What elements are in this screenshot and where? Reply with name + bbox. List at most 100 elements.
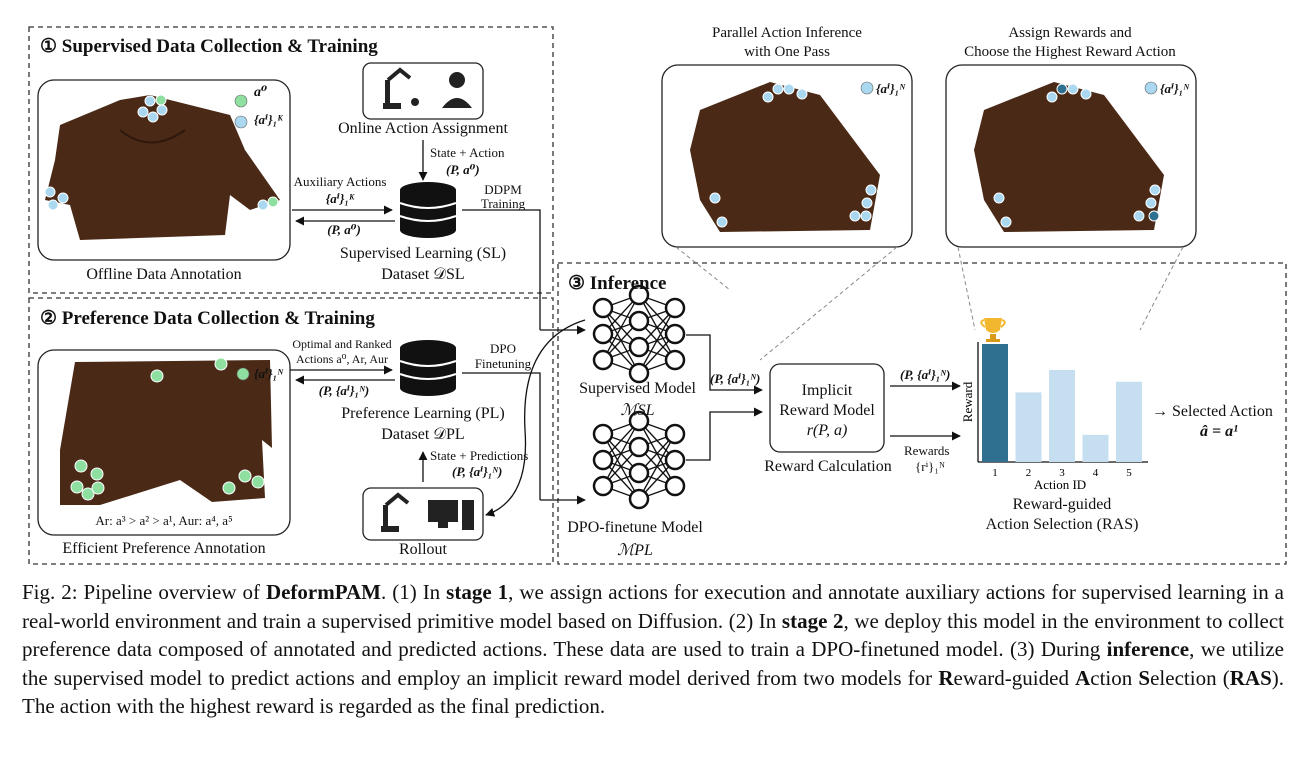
- implicit-label-3: r(P, a): [806, 422, 848, 439]
- state-pred-label: State + Predictions: [430, 448, 529, 463]
- legend-ai-n-3a: {aⁱ}₁ᴺ: [876, 81, 905, 96]
- network-node: [664, 297, 686, 319]
- aux-actions-math: {aⁱ}₁ᴷ: [325, 191, 355, 206]
- sl-back-math: (P, a⁰): [327, 222, 361, 237]
- implicit-reward-box: [769, 363, 885, 453]
- network-node: [592, 349, 614, 371]
- dpo-model-math: ℳPL: [617, 542, 653, 559]
- network-node: [628, 336, 650, 358]
- ras-label-2: Action Selection (RAS): [985, 516, 1139, 533]
- network-node: [628, 488, 650, 510]
- online-assignment-label: Online Action Assignment: [338, 120, 508, 137]
- chart-bar: [1049, 369, 1075, 462]
- chart-bar: [982, 344, 1008, 462]
- network-node: [628, 436, 650, 458]
- caption-text: ). The action with the highest reward is…: [22, 665, 1284, 719]
- parallel-title-1: Parallel Action Inference: [712, 25, 862, 41]
- figure-caption: Fig. 2: Pipeline overview of DeformPAM. …: [22, 578, 1284, 721]
- dpo-label: DPO: [489, 341, 516, 356]
- parallel-title-2: with One Pass: [744, 44, 830, 60]
- finetuning-label: Finetuning: [474, 356, 532, 371]
- assign-title-1: Assign Rewards and: [1008, 25, 1132, 41]
- ddpm-label: DDPM: [484, 182, 522, 197]
- chart-tick-label: 4: [1093, 467, 1099, 479]
- caption-bold: RAS: [1229, 665, 1272, 690]
- network-node: [664, 349, 686, 371]
- network-node: [592, 297, 614, 319]
- assign-rewards-image: [945, 64, 1197, 248]
- selected-action-math: â = a¹: [1200, 423, 1238, 440]
- network-node: [592, 449, 614, 471]
- parallel-inference-image: [661, 64, 913, 248]
- network-node: [664, 449, 686, 471]
- network-edge: [602, 420, 640, 487]
- caption-text: , we deploy this model in the environmen…: [22, 608, 1285, 662]
- caption-bold: stage 2: [781, 608, 844, 633]
- caption-bold: A: [1075, 665, 1091, 690]
- rank-text: Ar: a³ > a² > a¹, Aur: a⁴, a⁵: [95, 513, 233, 528]
- caption-bold: DeformPAM: [265, 580, 381, 604]
- sl-dataset-label: Supervised Learning (SL): [339, 245, 507, 262]
- state-pred-math: (P, {aⁱ}₁ᴺ): [452, 464, 503, 479]
- rollout-label: Rollout: [398, 541, 447, 558]
- assign-title-2: Choose the Highest Reward Action: [964, 44, 1176, 60]
- reward-calculation-label: Reward Calculation: [764, 458, 892, 475]
- network-edge: [638, 433, 676, 500]
- chart-bar: [1116, 381, 1142, 462]
- caption-bold: S: [1138, 665, 1151, 690]
- network-node: [664, 475, 686, 497]
- caption-text: ction: [1090, 665, 1139, 690]
- sl-database-icon: [399, 182, 457, 238]
- network-node: [664, 423, 686, 445]
- network-node: [628, 362, 650, 384]
- chart-bar: [1015, 392, 1042, 462]
- aux-actions-label: Auxiliary Actions: [293, 174, 387, 189]
- network-node: [592, 423, 614, 445]
- panel-1-box: [28, 26, 554, 294]
- chart-tick-label: 3: [1059, 467, 1065, 479]
- chart-tick-label: 2: [1026, 467, 1032, 479]
- trophy-icon: [980, 318, 1006, 342]
- legend-ai-n-3b: {aⁱ}₁ᴺ: [1160, 81, 1189, 96]
- chart-ylabel: Reward: [960, 381, 975, 422]
- supervised-network-icon: [592, 284, 686, 384]
- state-action-label: State + Action: [430, 145, 505, 160]
- inference-out-math: (P, {aⁱ}₁ᴺ): [900, 367, 951, 382]
- chart-tick-label: 1: [992, 467, 998, 479]
- pl-dataset-label: Preference Learning (PL): [341, 405, 505, 422]
- caption-text: , we utilize the supervised model to pre…: [22, 637, 1285, 690]
- chart-bar: [1082, 434, 1109, 462]
- network-node: [592, 323, 614, 345]
- network-node: [628, 462, 650, 484]
- supervised-model-label: Supervised Model: [579, 380, 696, 397]
- ras-label-1: Reward-guided: [1012, 496, 1112, 513]
- dpo-model-label: DPO-finetune Model: [567, 519, 703, 536]
- network-edge: [602, 294, 640, 361]
- network-node: [628, 310, 650, 332]
- caption-text: Fig. 2: Pipeline overview of: [22, 580, 266, 604]
- implicit-label-2: Reward Model: [779, 402, 875, 419]
- caption-bold: R: [938, 665, 954, 690]
- selected-action-label: → Selected Action: [1152, 403, 1273, 420]
- network-node: [592, 475, 614, 497]
- network-node: [628, 284, 650, 306]
- caption-text: , we assign actions for execution and an…: [22, 580, 1284, 633]
- rewards-math: {rⁱ}₁ᴺ: [915, 459, 945, 474]
- inference-in-math: (P, {aⁱ}₁ᴺ): [710, 371, 761, 386]
- legend-ai-k: {aⁱ}₁ᴷ: [254, 112, 283, 127]
- preference-annotation-image: [37, 349, 291, 536]
- dpo-network-icon: [592, 410, 686, 510]
- chart-xlabel: Action ID: [1034, 477, 1086, 492]
- panel-2-title: ② Preference Data Collection & Training: [40, 308, 375, 329]
- caption-bold: inference: [1106, 637, 1190, 661]
- rollout-icons: [362, 487, 484, 541]
- pl-back-math: (P, {aⁱ}₁ᴺ): [318, 383, 370, 398]
- network-node: [628, 410, 650, 432]
- supervised-model-math: ℳSL: [620, 402, 655, 419]
- panel-3-box: [557, 262, 1287, 565]
- implicit-label-1: Implicit: [801, 382, 853, 399]
- sl-dataset-name: Dataset 𝒟SL: [381, 266, 465, 283]
- panel-1-title: ① Supervised Data Collection & Training: [40, 36, 378, 57]
